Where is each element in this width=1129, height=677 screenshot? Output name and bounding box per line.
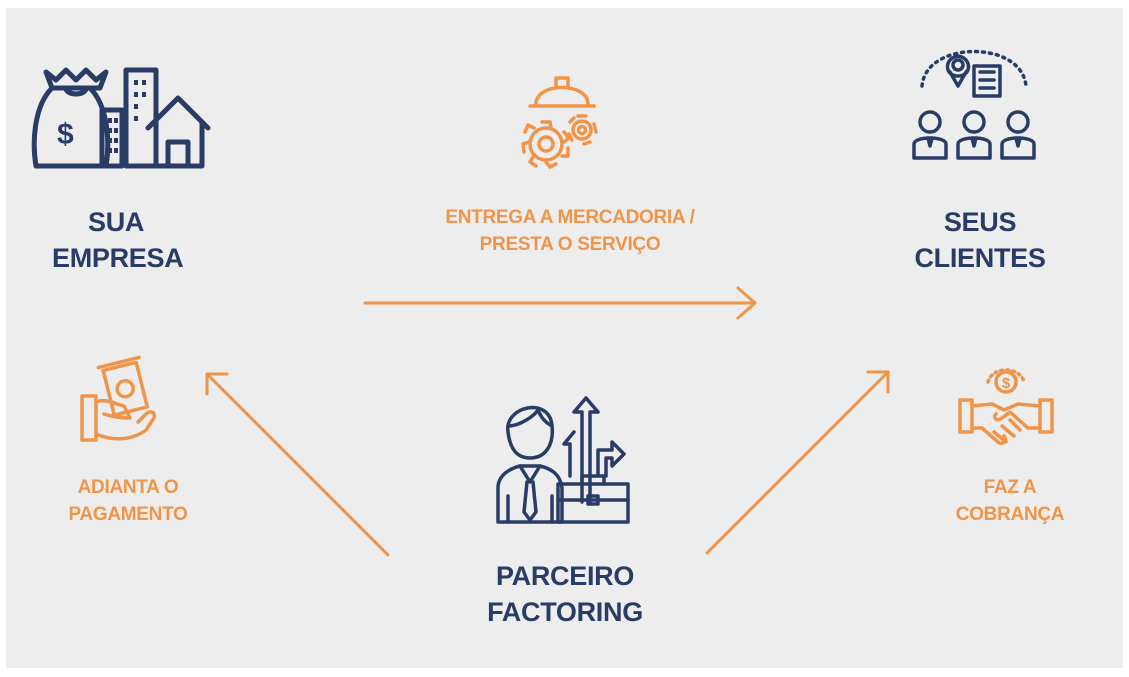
- cash-hand-icon: [80, 355, 157, 442]
- gear-helmet-icon: [521, 76, 598, 169]
- company-label-line1: SUA: [88, 207, 145, 237]
- advance-step-label: ADIANTA O PAGAMENTO: [40, 474, 216, 528]
- arrow-partner-to-company: [205, 372, 390, 557]
- money-bag-buildings-icon: $: [31, 67, 211, 169]
- collect-step-line2: COBRANÇA: [955, 504, 1065, 525]
- svg-text:$: $: [57, 118, 74, 151]
- handshake-coin-icon: $: [958, 368, 1054, 446]
- company-label-line2: EMPRESA: [52, 243, 184, 273]
- clients-location-icon: [912, 49, 1036, 160]
- company-label: SUA EMPRESA: [40, 204, 260, 276]
- arrow-partner-to-clients: [705, 370, 890, 555]
- svg-text:$: $: [1002, 375, 1011, 392]
- advance-step-line2: PAGAMENTO: [68, 504, 188, 525]
- collect-step-line1: FAZ A: [983, 477, 1037, 498]
- collect-step-label: FAZ A COBRANÇA: [930, 474, 1090, 528]
- deliver-step-line1: ENTREGA A MERCADORIA /: [445, 207, 695, 228]
- diagram-panel: [6, 8, 1123, 668]
- advance-step-line1: ADIANTA O: [77, 477, 179, 498]
- deliver-step-label: ENTREGA A MERCADORIA / PRESTA O SERVIÇO: [370, 204, 770, 258]
- clients-label-line2: CLIENTES: [914, 243, 1046, 273]
- clients-label-line1: SEUS: [943, 207, 1017, 237]
- partner-label-line1: PARCEIRO: [495, 561, 635, 591]
- businessman-growth-icon: [496, 396, 630, 524]
- partner-label: PARCEIRO FACTORING: [440, 558, 690, 630]
- deliver-step-line2: PRESTA O SERVIÇO: [479, 234, 661, 255]
- clients-label: SEUS CLIENTES: [880, 204, 1080, 276]
- partner-label-line2: FACTORING: [487, 597, 643, 627]
- arrow-company-to-clients: [363, 286, 757, 320]
